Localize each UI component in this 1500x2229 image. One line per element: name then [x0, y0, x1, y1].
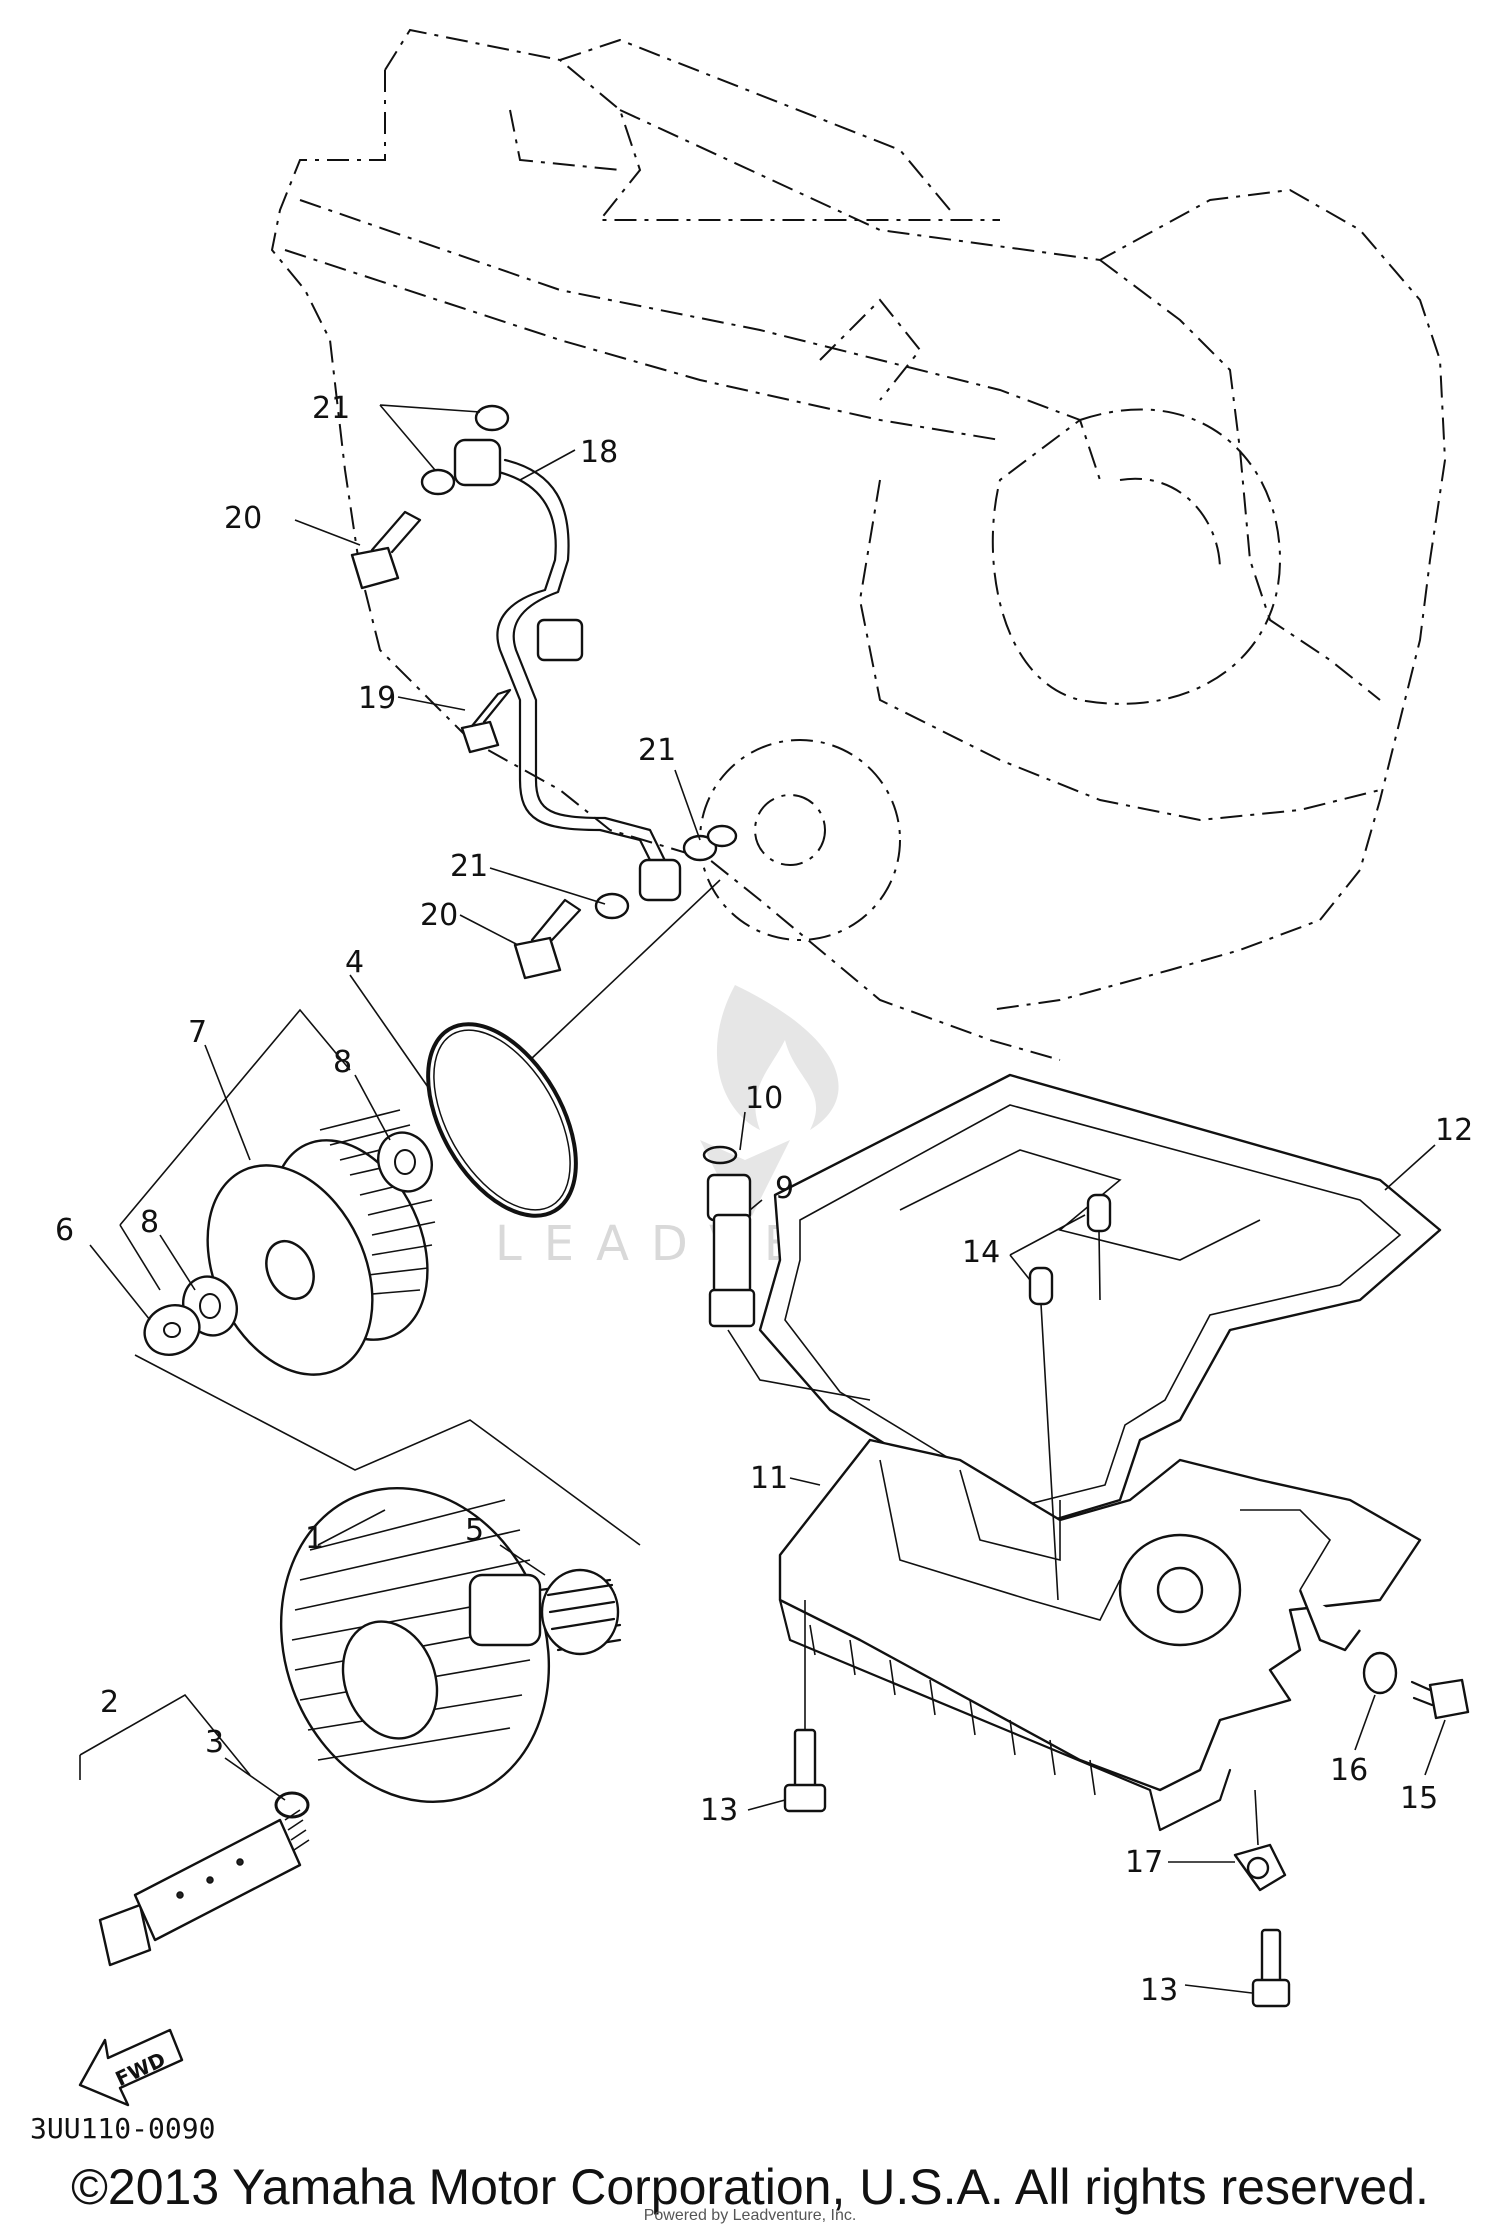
- callout-1: 1: [305, 1521, 324, 1556]
- filter-bolt: [79, 1693, 310, 1967]
- callout-2: 2: [100, 1685, 119, 1720]
- callout-20: 20: [420, 898, 458, 933]
- callout-21: 21: [312, 391, 350, 426]
- engine-block-outline: [270, 28, 1447, 1061]
- copyright-notice: ©2013 Yamaha Motor Corporation, U.S.A. A…: [71, 2159, 1429, 2215]
- drain-and-clamp-hardware: [783, 1600, 1470, 2008]
- diagram-code: 3UU110-0090: [30, 2112, 215, 2145]
- callout-4: 4: [345, 945, 364, 980]
- oil-delivery-pipe: [453, 438, 682, 902]
- callout-14: 14: [962, 1235, 1000, 1270]
- callout-19: 19: [358, 681, 396, 716]
- callout-8: 8: [333, 1045, 352, 1080]
- callout-5: 5: [465, 1513, 484, 1548]
- o-ring-part: [426, 879, 721, 1218]
- callout-6: 6: [55, 1213, 74, 1248]
- callout-11: 11: [750, 1461, 788, 1496]
- oil-filter-element: [119, 1008, 641, 1546]
- callout-16: 16: [1330, 1753, 1368, 1788]
- callout-7: 7: [188, 1015, 207, 1050]
- oil-pan: [778, 1438, 1422, 1832]
- oil-strainer-pipe: [702, 1145, 1112, 1601]
- callout-20: 20: [224, 501, 262, 536]
- callout-13: 13: [700, 1793, 738, 1828]
- powered-by-note: Powered by Leadventure, Inc.: [643, 2207, 857, 2224]
- callout-17: 17: [1125, 1845, 1163, 1880]
- callout-labels: 21 18 20 19 21 21 20 4 7 8 8 6 1 5 2 3 1…: [30, 391, 1473, 2145]
- callout-9: 9: [775, 1171, 794, 1206]
- union-bolts-and-washers: [350, 404, 738, 980]
- callout-10: 10: [745, 1081, 783, 1116]
- callout-13: 13: [1140, 1973, 1178, 2008]
- callout-18: 18: [580, 435, 618, 470]
- callout-15: 15: [1400, 1781, 1438, 1816]
- forward-arrow-icon: FWD: [78, 2028, 184, 2107]
- callout-21: 21: [638, 733, 676, 768]
- oil-filter-housing: [279, 1487, 622, 1803]
- callout-8: 8: [140, 1205, 159, 1240]
- callout-3: 3: [205, 1725, 224, 1760]
- callout-21: 21: [450, 849, 488, 884]
- leader-lines: [89, 404, 1446, 1994]
- callout-12: 12: [1435, 1113, 1473, 1148]
